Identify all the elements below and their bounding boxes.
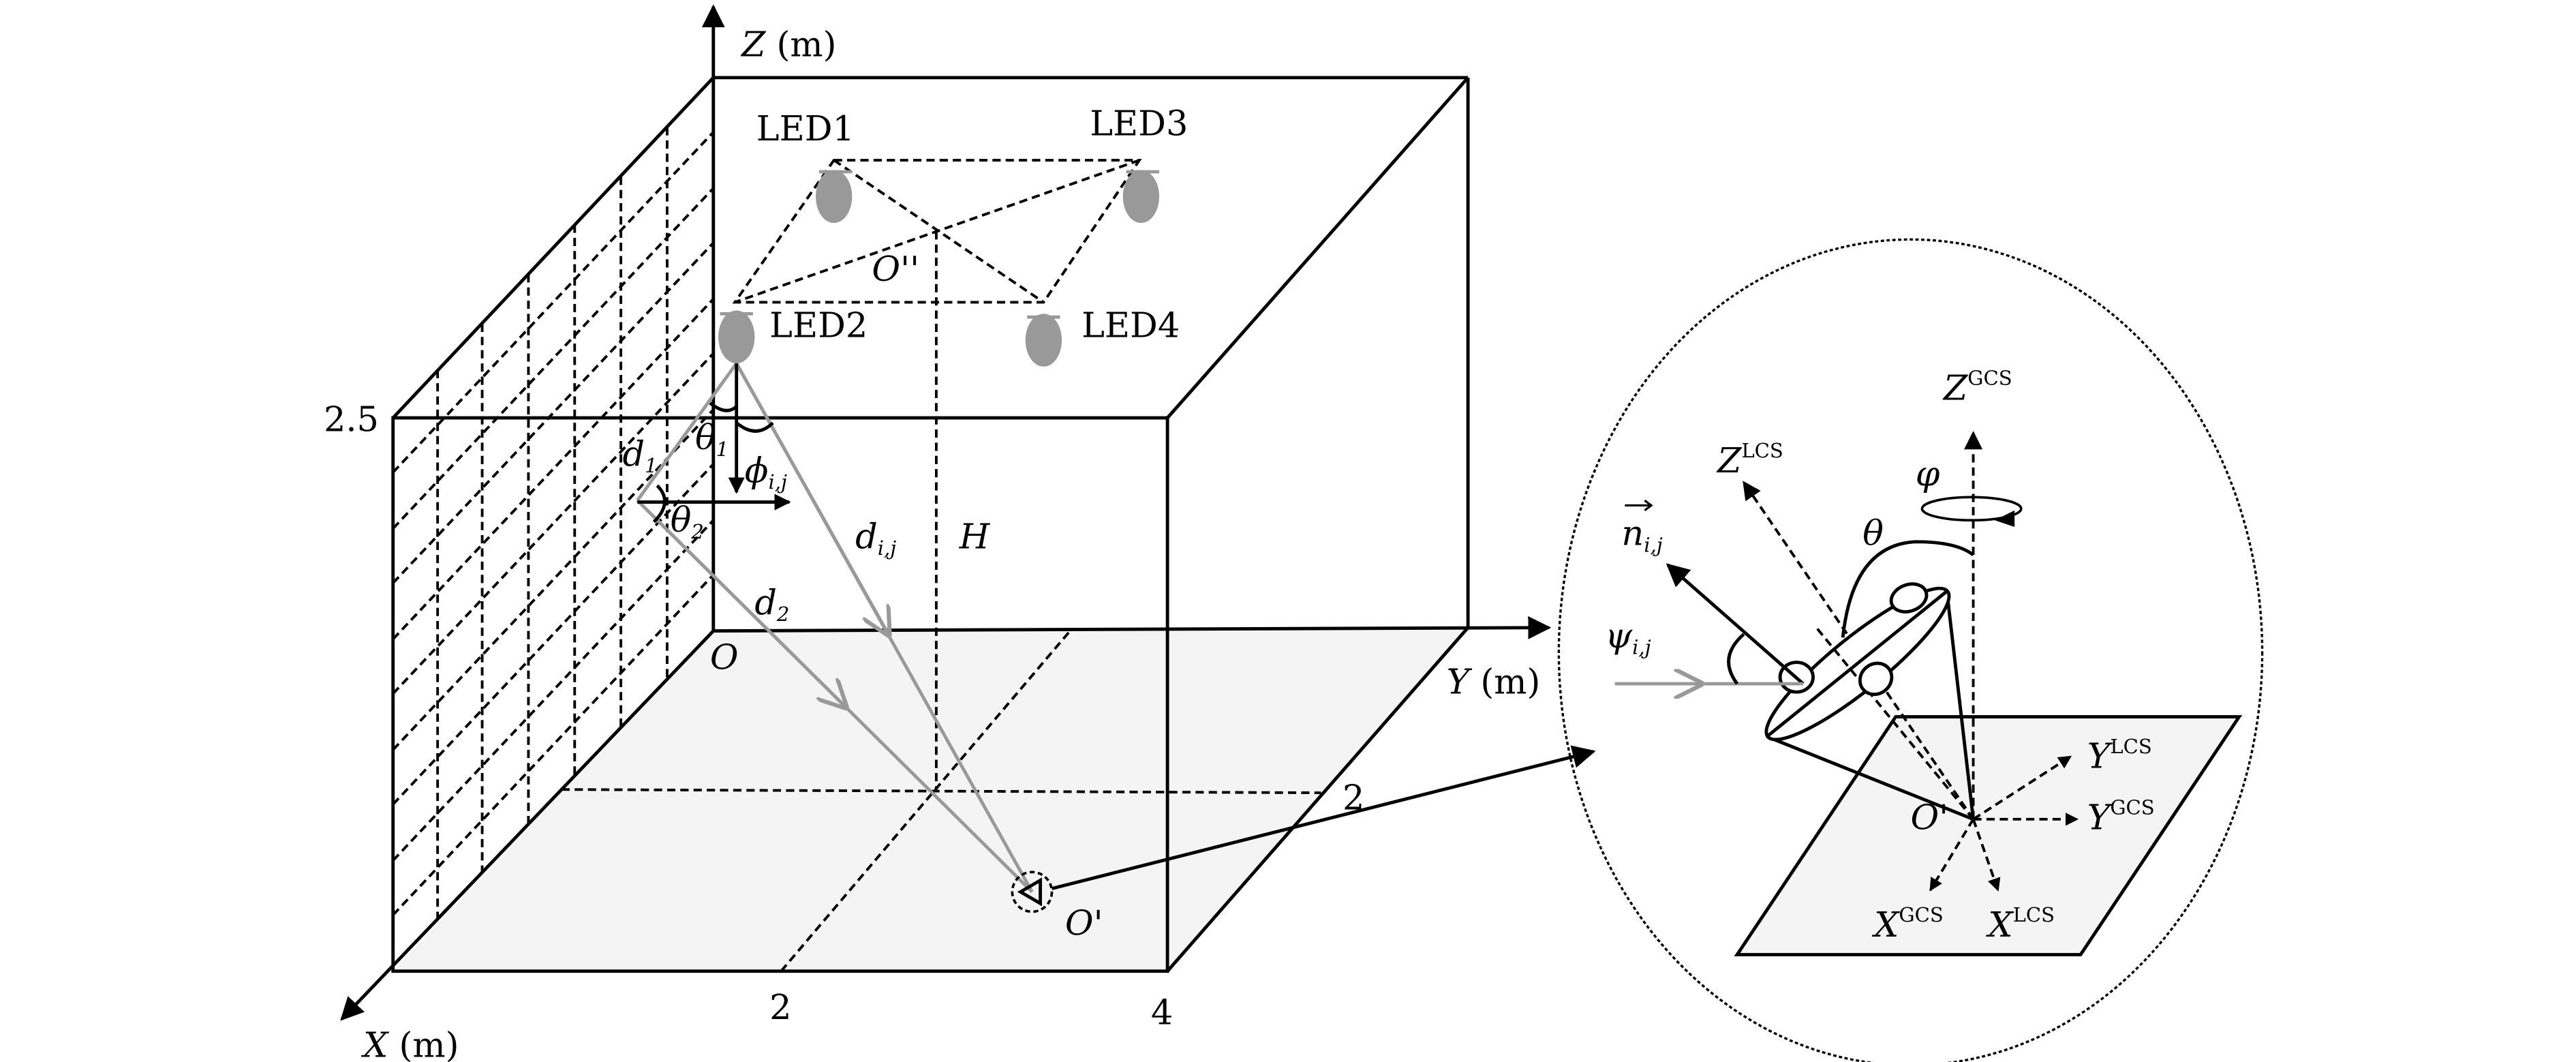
x-end-tick: 4 [1151, 992, 1173, 1032]
origin-label: O [710, 637, 739, 677]
x-lcs-label: XLCS [1985, 903, 2055, 945]
floor-midline-y [780, 630, 1071, 972]
height-tick: 2.5 [324, 399, 379, 439]
angle-arc-theta2 [652, 484, 666, 524]
led-array-outline [732, 159, 1142, 304]
led2-label: LED2 [769, 305, 868, 345]
y-lcs-label: YLCS [2087, 735, 2152, 776]
psi-label: ψi,j [1605, 616, 1651, 659]
angle-arc-phi [735, 421, 774, 433]
d2-label: d2 [754, 582, 789, 626]
floor-midline-x [561, 788, 1321, 794]
led4-label: LED4 [1082, 305, 1180, 345]
theta1-label: θ1 [695, 417, 729, 461]
x-gcs-label: XGCS [1871, 903, 1944, 945]
theta-angle-arc [1841, 540, 1975, 638]
angle-arc-theta1 [709, 401, 738, 412]
floor [393, 627, 1469, 971]
receiver-cone-right [1945, 591, 1975, 820]
led1-label: LED1 [756, 108, 855, 149]
inset-boundary [1557, 238, 2264, 1062]
reflected-ray-1 [636, 362, 738, 502]
dij-label: di,j [855, 516, 896, 560]
photodiode-1 [1889, 582, 1929, 613]
zoom-arrow [1051, 745, 1596, 890]
receiver-disk-axis [1766, 590, 1948, 738]
y-axis [713, 616, 1552, 639]
x-gcs-axis [1929, 818, 1975, 892]
led-1 [816, 170, 853, 224]
rotation-arc [1920, 496, 2023, 522]
receiver-marker [1011, 870, 1054, 913]
theta2-label: θ2 [671, 500, 704, 543]
led-2 [718, 310, 755, 364]
led3-label: LED3 [1090, 104, 1188, 144]
z-lcs-label: ZLCS [1716, 439, 1783, 481]
inset-origin-label: O' [1910, 797, 1948, 837]
rotation-arrowhead [1995, 510, 2015, 527]
y-gcs-label: YGCS [2087, 796, 2155, 838]
z-lcs-through [1815, 626, 1975, 821]
receiver-zoom-inset: ZGCS ZLCS YLCS YGCS XGCS XLCS ni,j ψi,j … [1557, 238, 2264, 1062]
center-point-label: O'' [872, 249, 919, 289]
z-axis-label: Z (m) [740, 24, 836, 64]
receiver-icon [1017, 877, 1042, 907]
x-axis [340, 629, 715, 1021]
z-gcs-label: ZGCS [1942, 367, 2012, 408]
y-mid-tick: 2 [1343, 777, 1364, 817]
x-axis-label: X (m) [361, 1025, 459, 1062]
reflected-ray-arrow [636, 499, 845, 707]
led-3 [1122, 170, 1160, 224]
receiver-cone-left [1766, 735, 1974, 821]
led-4 [1025, 314, 1062, 367]
normal-vector [1666, 563, 1805, 685]
x-mid-tick: 2 [769, 987, 791, 1027]
normal-label: ni,j [1621, 513, 1662, 557]
direct-ray-arrow [735, 362, 889, 634]
photodiode-3 [1858, 661, 1894, 697]
varphi-label: φ [1916, 453, 1940, 494]
d1-label: d1 [623, 434, 658, 477]
theta-label: θ [1862, 513, 1884, 553]
height-label: H [959, 516, 991, 556]
y-lcs-axis [1972, 755, 2072, 821]
receiver-label: O' [1065, 902, 1103, 943]
y-axis-label: Y (m) [1447, 662, 1541, 702]
room-box [391, 76, 1470, 973]
phi-label: ϕi,j [745, 451, 787, 494]
vector-arrow-icon [1625, 499, 1653, 511]
psi-angle-arc [1727, 633, 1745, 685]
